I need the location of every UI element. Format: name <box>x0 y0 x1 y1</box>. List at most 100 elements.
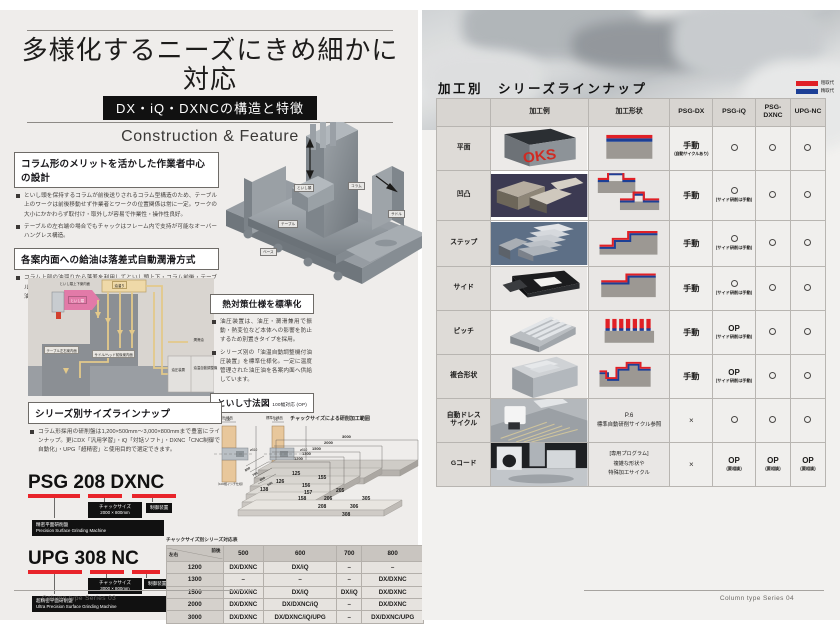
lubrication-diagram: といし頭上下案内面 油溜り といし頭 テーブル左右案内面 サドル/ヘッド前後案内… <box>28 278 217 396</box>
row-shape-pitch <box>587 309 671 355</box>
row-label-groove: 凹凸 <box>435 169 492 221</box>
wheel-dim-dia-left: ø510 <box>250 447 258 452</box>
circle-icon <box>804 327 812 335</box>
col-header-psg-dxnc: PSG-DXNC <box>754 98 791 127</box>
legend-item-rough: 粗取代 <box>795 80 834 86</box>
footer-text: Column type Series 04 <box>719 595 794 602</box>
svg-text:126: 126 <box>276 479 285 485</box>
legend-swatch-finish <box>795 88 818 94</box>
model-jp-name: 超精密平面研削盤 <box>36 597 73 603</box>
photo-combo-svg <box>491 354 588 398</box>
svg-text:158: 158 <box>298 496 307 502</box>
cell-value: OP <box>802 456 814 466</box>
circle-icon <box>769 238 777 246</box>
model-fullname-tag: 精密平面研削盤 Precision Surface Grinding Machi… <box>32 519 164 536</box>
lubrication-svg <box>28 278 214 396</box>
bullet: シリーズ別の「油温自動調整機付油圧装置」を標準仕様化。一定に温度管理された油圧油… <box>212 349 312 386</box>
table-row: ステップ <box>435 219 827 267</box>
table-row: ピッチ <box>435 309 827 355</box>
row-label-autodress: 自動ドレス サイクル <box>435 397 492 443</box>
chuck-size-value: 2000 × 800mm <box>100 509 130 515</box>
table-row: 3000 DX/DXNC DX/DXNC/iQ/UPG – DX/DXNC/UP… <box>166 610 424 624</box>
size-col-800: 800 <box>361 544 424 562</box>
machine-label-wheelhead: といし頭 <box>294 184 315 192</box>
lube-label-lubricant: 潤滑油 <box>193 337 204 342</box>
shape-flat-svg <box>606 134 653 159</box>
svg-text:157: 157 <box>304 490 313 496</box>
page-title: 多様化するニーズにきめ細かに対応 <box>21 35 399 94</box>
lube-label-oil-temp-controller: 油温自動調整機 <box>193 365 218 370</box>
size-row-label: 1200 <box>166 560 224 575</box>
cell-psg-dx-flat: 手動 (自動サイクルあり) <box>669 125 714 171</box>
table-row: 自動ドレス サイクル <box>435 397 827 443</box>
circle-icon <box>730 280 738 288</box>
lineup-header-row: 加工例 加工形状 PSG-DX PSG-iQ PSG-DXNC UPG-NC <box>435 98 827 127</box>
svg-text:600: 600 <box>259 476 266 482</box>
chuck-range-figure: チャックサイズによる研削加工範囲 <box>232 415 428 533</box>
cell-psg-dxnc-step <box>754 219 791 267</box>
cell-psg-iq-side: (サイド研削は手動) <box>712 265 756 311</box>
circle-icon <box>769 190 777 198</box>
lineup-table-section: 加工例 加工形状 PSG-DX PSG-iQ PSG-DXNC UPG-NC 平… <box>435 98 827 487</box>
cell-note: (要相談) <box>726 466 742 472</box>
leader-line-1 <box>54 497 55 518</box>
wheel-caption-special: （100幅インチ仕様） <box>216 481 246 486</box>
cell-psg-iq-gcode: OP (要相談) <box>712 441 756 487</box>
chuck-size-title: チャックサイズ <box>99 503 131 509</box>
model-underline-series <box>28 493 80 498</box>
shape-combo-svg <box>599 361 651 387</box>
subtitle-band: DX・iQ・DXNCの構造と特徴 <box>103 96 317 121</box>
footer-left: Column type Series 03 <box>14 590 406 602</box>
cell-value: 手動 <box>683 283 700 293</box>
photo-flat-svg: OKS <box>491 126 588 170</box>
subtitle-band-wrap: DX・iQ・DXNCの構造と特徴 <box>14 96 406 121</box>
svg-text:500: 500 <box>267 481 274 487</box>
row-shape-combo <box>587 353 671 399</box>
shape-side-svg <box>600 273 656 298</box>
cell-value: 手動 <box>683 327 700 337</box>
svg-text:208: 208 <box>318 504 327 510</box>
row-shape-flat <box>587 125 671 171</box>
cell-upg-nc-flat <box>789 125 827 171</box>
size-table-section: チャックサイズ別シリーズ対応表 左右 前後 <box>166 536 424 624</box>
circle-icon <box>804 143 812 151</box>
cell-upg-nc-combo <box>789 353 827 399</box>
photo-autodress-svg <box>491 398 588 442</box>
table-row: 凹凸 <box>435 169 827 221</box>
cell-note: (要相談) <box>800 466 816 472</box>
row-photo-combo <box>490 353 589 399</box>
chuck-range-svg: 3000 2000 1500 1300 1200 800 700 600 500… <box>237 434 419 518</box>
lineup-table-head: 加工例 加工形状 PSG-DX PSG-iQ PSG-DXNC UPG-NC <box>435 98 827 127</box>
cell-psg-iq-step: (サイド研削は手動) <box>712 219 756 267</box>
cell-psg-iq-pitch: OP (サイド研削は手動) <box>712 309 756 355</box>
row-label-side: サイド <box>435 265 492 311</box>
footer-text: Column type Series 03 <box>42 595 117 602</box>
cell-note: (要相談) <box>765 466 781 472</box>
svg-text:800: 800 <box>244 466 251 472</box>
table-row: サイド <box>435 265 827 311</box>
row-photo-side <box>490 265 589 311</box>
row-label-gcode: Gコード <box>435 441 492 487</box>
cell-value: OP <box>728 324 740 334</box>
cell-note: (サイド研削は手動) <box>715 290 753 296</box>
svg-text:138: 138 <box>260 487 269 493</box>
col-header-blank <box>435 98 492 127</box>
col-header-example: 加工例 <box>490 98 589 127</box>
cell-psg-iq-autodress <box>712 397 756 443</box>
svg-text:3000: 3000 <box>342 434 352 439</box>
svg-text:205: 205 <box>336 488 345 494</box>
row-label-step: ステップ <box>435 219 492 267</box>
size-cell: DX/DXNC/UPG <box>361 610 424 624</box>
circle-icon <box>804 190 812 198</box>
right-page: 加工別 シリーズラインナップ 粗取代 精取代 加工例 <box>422 10 840 620</box>
size-col-500: 500 <box>222 544 265 562</box>
row-photo-step <box>490 219 589 267</box>
cell-value: 手動 <box>683 141 700 151</box>
circle-icon <box>769 371 777 379</box>
model-jp-name: 精密平面研削盤 <box>36 521 69 527</box>
size-cell: – <box>336 560 363 575</box>
lube-label-hydraulic-unit: 油圧装置 <box>171 367 186 372</box>
table-row: 平面 OKS <box>435 125 827 171</box>
circle-icon <box>804 283 812 291</box>
